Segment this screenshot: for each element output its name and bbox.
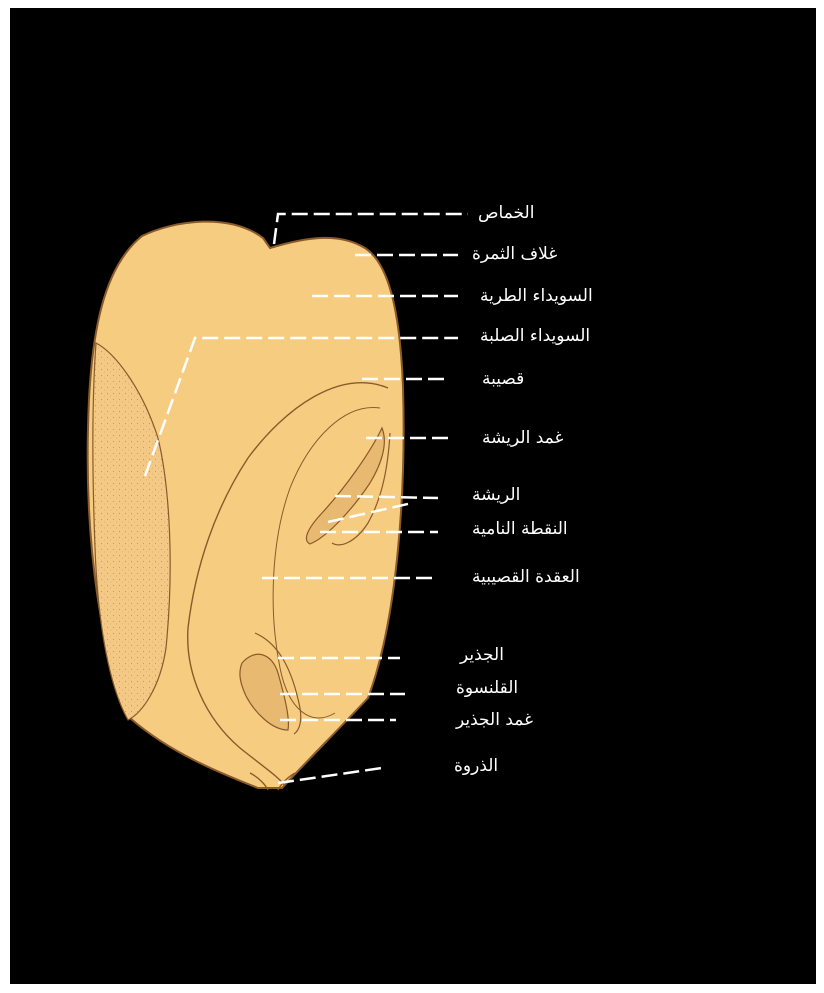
label-tip-cap: الذروة — [454, 756, 498, 776]
label-coleorhiza: غمد الجذير — [456, 710, 533, 730]
label-scutellar-node: العقدة القصيبية — [472, 567, 580, 587]
label-scutellum: قصيبة — [482, 369, 524, 389]
label-growing-point: النقطة النامية — [472, 519, 568, 539]
seed-cross-section-diagram — [10, 8, 816, 984]
label-radicle: الجذير — [460, 645, 504, 665]
label-soft-endosperm: السويداء الطرية — [480, 286, 593, 306]
label-plumule: الريشة — [472, 485, 520, 505]
label-coleoptile: غمد الريشة — [482, 428, 563, 448]
label-hilum: الخماص — [478, 203, 534, 223]
diagram-frame: الخماص غلاف الثمرة السويداء الطرية السوي… — [10, 8, 816, 984]
label-pericarp: غلاف الثمرة — [472, 244, 557, 264]
label-root-cap: القلنسوة — [456, 678, 518, 698]
label-hard-endosperm: السويداء الصلبة — [480, 326, 590, 346]
